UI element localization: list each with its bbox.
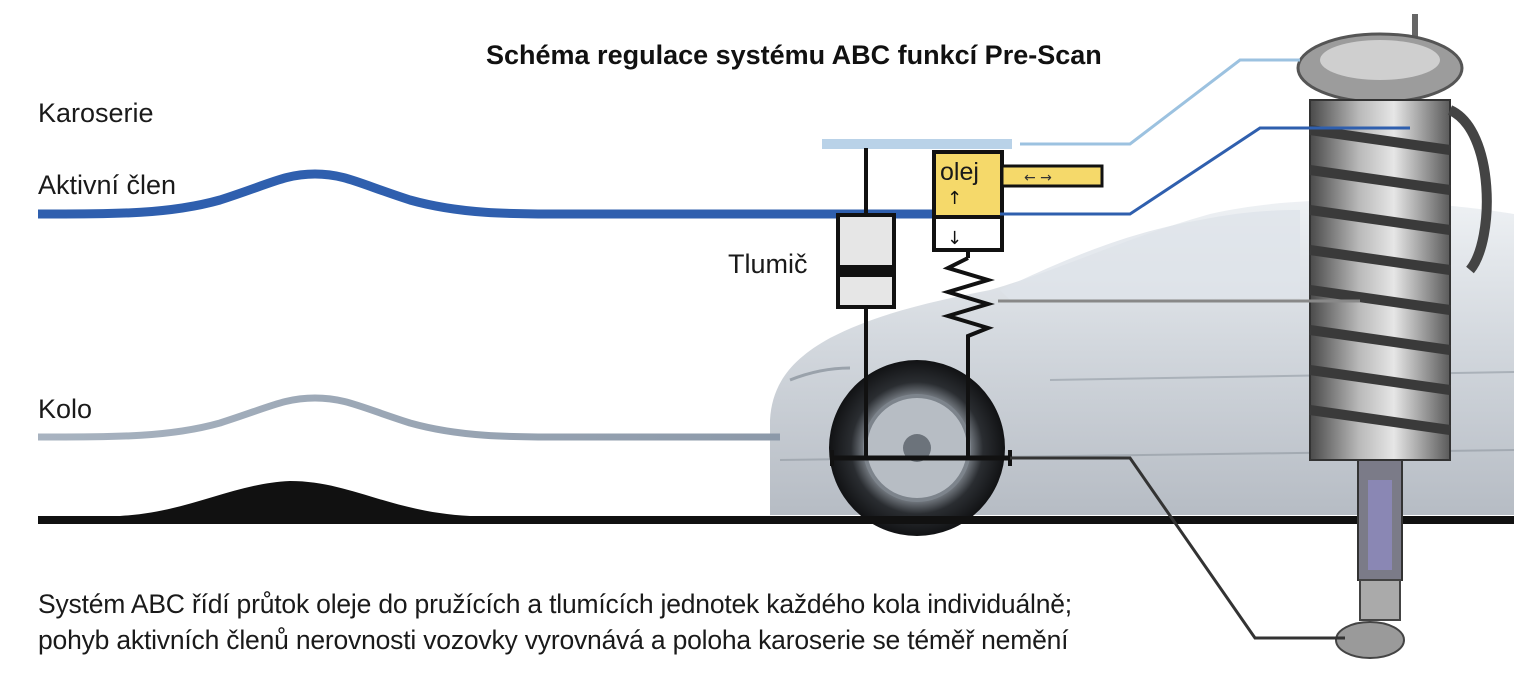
- aktivni-clen-line: [37, 169, 1000, 219]
- suspension-strut: [1296, 14, 1492, 659]
- caption-line-1: Systém ABC řídí průtok oleje do pružícíc…: [38, 589, 1072, 619]
- road-bump: [120, 481, 470, 516]
- leader-aktivni: [1000, 126, 1410, 216]
- leader-karoserie: [1020, 58, 1300, 146]
- oil-flow-arrows-icon: ← →: [1024, 170, 1052, 186]
- down-arrow-icon: ↓: [947, 228, 962, 249]
- caption: Systém ABC řídí průtok oleje do pružícíc…: [38, 586, 1258, 658]
- oil-label: olej: [940, 158, 979, 186]
- label-kolo: Kolo: [38, 394, 92, 424]
- label-tlumic: Tlumič: [728, 249, 808, 279]
- caption-line-2: pohyb aktivních členů nerovnosti vozovky…: [38, 625, 1069, 655]
- kolo-line: [37, 394, 780, 441]
- spring: [941, 256, 995, 458]
- road-line: [38, 516, 1514, 524]
- oil-actuator: olej ↑ ↓ ← →: [932, 150, 1104, 458]
- wheel: [829, 360, 1005, 536]
- leader-kolo: [1010, 456, 1345, 640]
- damper: [836, 148, 896, 458]
- label-aktivni-clen: Aktivní člen: [38, 170, 176, 200]
- up-arrow-icon: ↑: [947, 188, 962, 209]
- diagram-title: Schéma regulace systému ABC funkcí Pre-S…: [486, 40, 1102, 70]
- label-karoserie: Karoserie: [38, 98, 154, 128]
